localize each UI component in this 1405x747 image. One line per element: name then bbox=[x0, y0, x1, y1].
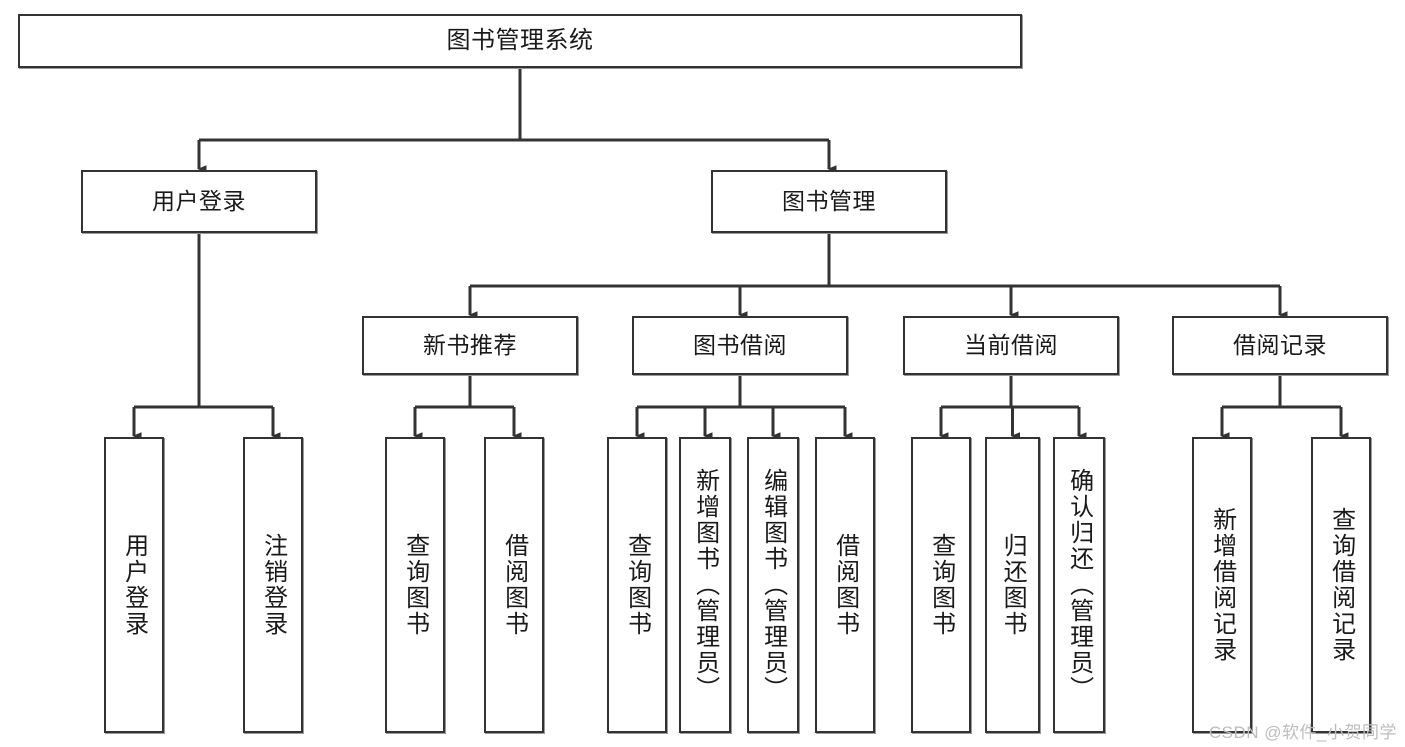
node-current-borrow[interactable]: 当前借阅 bbox=[903, 316, 1119, 375]
node-leaf-add-record-label: 新增借阅记录 bbox=[1208, 507, 1236, 663]
node-leaf-return-book[interactable]: 归还图书 bbox=[985, 437, 1040, 733]
node-leaf-add-record[interactable]: 新增借阅记录 bbox=[1192, 437, 1252, 733]
node-leaf-return-book-label: 归还图书 bbox=[999, 533, 1027, 637]
node-user-login-label: 用户登录 bbox=[152, 187, 246, 214]
node-new-book-recommend-label: 新书推荐 bbox=[423, 331, 517, 358]
node-leaf-borrow-book-2-label: 借阅图书 bbox=[831, 533, 859, 637]
node-leaf-query-book-1-label: 查询图书 bbox=[401, 533, 429, 637]
node-leaf-confirm-return-label: 确认归还（管理员） bbox=[1065, 468, 1093, 702]
node-new-book-recommend[interactable]: 新书推荐 bbox=[362, 316, 578, 375]
node-leaf-query-book-3-label: 查询图书 bbox=[927, 533, 955, 637]
watermark: CSDN @软件_小贺同学 bbox=[1208, 723, 1397, 742]
node-leaf-query-book-3[interactable]: 查询图书 bbox=[911, 437, 971, 733]
node-book-borrow-label: 图书借阅 bbox=[693, 331, 787, 358]
node-borrow-record-label: 借阅记录 bbox=[1233, 331, 1327, 358]
node-leaf-edit-book[interactable]: 编辑图书（管理员） bbox=[747, 437, 799, 733]
node-current-borrow-label: 当前借阅 bbox=[964, 331, 1058, 358]
node-borrow-record[interactable]: 借阅记录 bbox=[1172, 316, 1388, 375]
node-book-borrow[interactable]: 图书借阅 bbox=[632, 316, 848, 375]
node-leaf-logout-label: 注销登录 bbox=[259, 533, 287, 637]
node-leaf-logout[interactable]: 注销登录 bbox=[243, 437, 303, 733]
node-book-manage-label: 图书管理 bbox=[782, 187, 876, 214]
node-leaf-query-book-1[interactable]: 查询图书 bbox=[385, 437, 445, 733]
node-user-login[interactable]: 用户登录 bbox=[81, 170, 317, 233]
node-leaf-add-book-label: 新增图书（管理员） bbox=[691, 468, 719, 702]
node-root[interactable]: 图书管理系统 bbox=[18, 14, 1022, 68]
node-leaf-borrow-book-2[interactable]: 借阅图书 bbox=[815, 437, 875, 733]
node-leaf-borrow-book-1[interactable]: 借阅图书 bbox=[484, 437, 544, 733]
node-leaf-user-login-label: 用户登录 bbox=[120, 533, 148, 637]
node-root-label: 图书管理系统 bbox=[446, 26, 594, 54]
node-leaf-query-record[interactable]: 查询借阅记录 bbox=[1311, 437, 1371, 733]
node-leaf-confirm-return[interactable]: 确认归还（管理员） bbox=[1053, 437, 1105, 733]
node-leaf-add-book[interactable]: 新增图书（管理员） bbox=[679, 437, 731, 733]
node-leaf-user-login[interactable]: 用户登录 bbox=[104, 437, 164, 733]
node-leaf-query-book-2-label: 查询图书 bbox=[623, 533, 651, 637]
node-leaf-query-book-2[interactable]: 查询图书 bbox=[607, 437, 667, 733]
node-leaf-query-record-label: 查询借阅记录 bbox=[1327, 507, 1355, 663]
node-leaf-borrow-book-1-label: 借阅图书 bbox=[500, 533, 528, 637]
node-book-manage[interactable]: 图书管理 bbox=[711, 170, 947, 233]
node-leaf-edit-book-label: 编辑图书（管理员） bbox=[759, 468, 787, 702]
